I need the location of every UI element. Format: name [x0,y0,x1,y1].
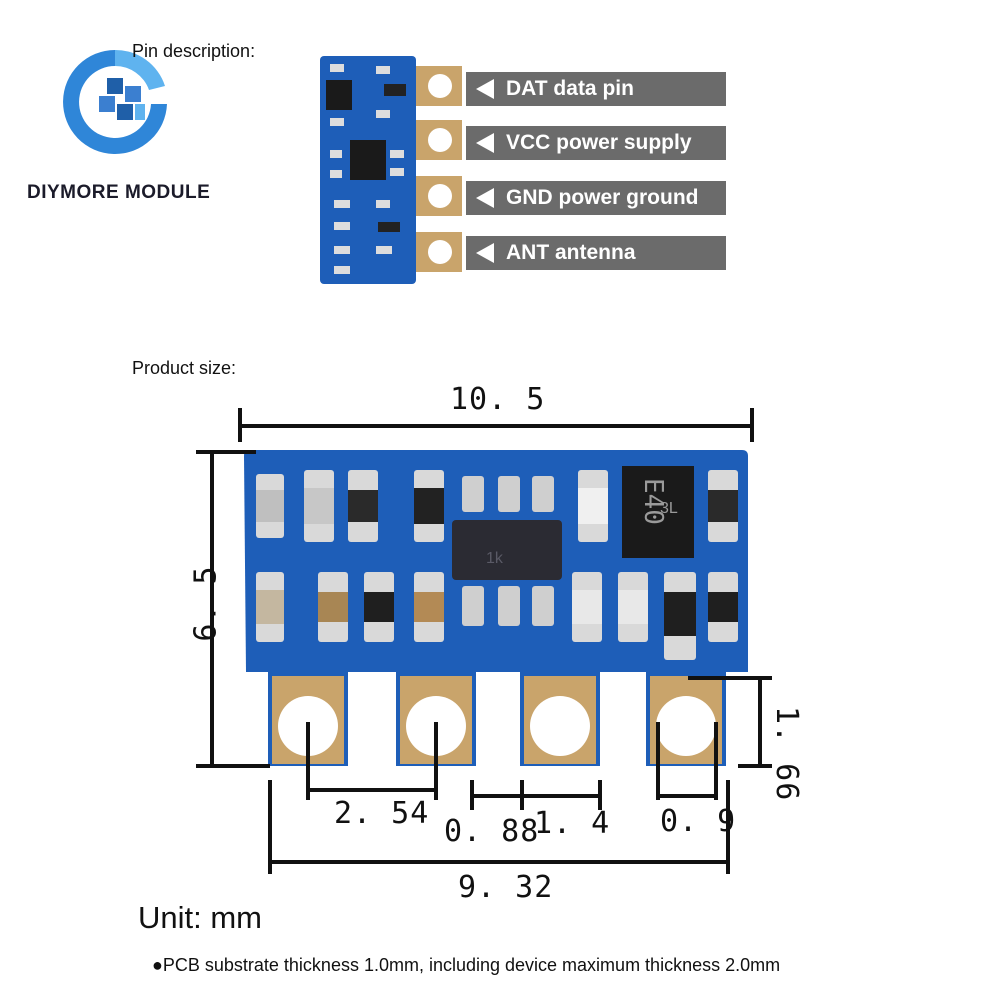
dim-pad-width: 1. 4 [534,806,611,841]
dim-pad-height: 1. 66 [769,706,804,802]
brand-name: DIYMORE MODULE [27,182,211,203]
pin-label: VCC power supply [506,131,692,154]
pin-tag-dat: DAT data pin [466,72,726,106]
dim-width: 10. 5 [450,382,546,417]
left-arrow-icon [476,133,494,153]
pin-tag-ant: ANT antenna [466,236,726,270]
dim-height: 6. 5 [188,565,224,642]
logo-icon [63,49,167,154]
dim-gap: 0. 88 [444,814,540,849]
brand-logo [55,42,175,172]
unit-label: Unit: mm [138,900,262,935]
pin-tag-vcc: VCC power supply [466,126,726,160]
pin-tag-gnd: GND power ground [466,181,726,215]
left-arrow-icon [476,79,494,99]
rf-chip-label-bottom: 3L [660,500,678,517]
pin-label: DAT data pin [506,77,634,100]
left-arrow-icon [476,243,494,263]
dim-hole: 0. 9 [660,804,737,839]
dim-span: 9. 32 [458,870,554,905]
pin-label: GND power ground [506,186,699,209]
pin-description-label: Pin description: [132,41,256,61]
left-arrow-icon [476,188,494,208]
main-chip-label: 1k [486,550,503,567]
product-size-label: Product size: [132,358,237,378]
pin-label: ANT antenna [506,241,636,264]
thickness-note: ●PCB substrate thickness 1.0mm, includin… [152,955,781,975]
dim-pin-pitch: 2. 54 [334,796,430,831]
